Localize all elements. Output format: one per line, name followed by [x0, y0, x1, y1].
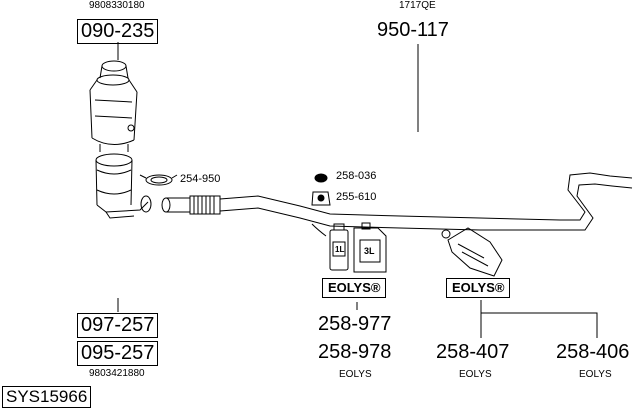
note-fluid-d: EOLYS: [579, 369, 612, 380]
note-fluid-c: EOLYS: [459, 369, 492, 380]
brand-label-left: EOLYS®: [322, 278, 387, 298]
bottle-label-large: 3L: [364, 246, 375, 256]
fluid-pouch-shape: [441, 227, 503, 277]
ref-pipe: 1717QE: [399, 0, 436, 11]
part-number-bolt-kit[interactable]: 255-610: [336, 191, 377, 203]
ref-upper-cat: 9808330180: [89, 0, 145, 11]
clamp-shape: [139, 174, 178, 186]
part-number-upper-cat[interactable]: 090-235: [77, 19, 159, 44]
system-code: SYS15966: [2, 386, 92, 408]
catalyst-upper-shape: [89, 60, 138, 152]
catalyst-lower-shape: [95, 153, 152, 219]
part-number-fluid-c[interactable]: 258-407: [436, 341, 510, 363]
part-number-fluid-a[interactable]: 258-977: [318, 313, 392, 335]
fluid-bottles-shape: [311, 222, 387, 273]
part-number-mount[interactable]: 258-036: [336, 170, 377, 182]
leader-fluid-cd: [480, 300, 598, 338]
exhaust-pipe-shape: [161, 172, 633, 231]
part-number-pipe[interactable]: 950-117: [377, 19, 449, 41]
part-number-lower-cat-b[interactable]: 095-257: [77, 341, 159, 366]
part-number-clamp[interactable]: 254-950: [180, 173, 221, 185]
part-number-lower-cat-a[interactable]: 097-257: [77, 313, 159, 338]
mount-shape: [311, 173, 331, 206]
brand-label-right: EOLYS®: [446, 278, 511, 298]
note-fluid-b: EOLYS: [339, 369, 372, 380]
part-number-fluid-b[interactable]: 258-978: [318, 341, 392, 363]
bottle-label-small: 1L: [335, 245, 345, 254]
part-number-fluid-d[interactable]: 258-406: [556, 341, 630, 363]
ref-lower-cat: 9803421880: [89, 368, 145, 379]
